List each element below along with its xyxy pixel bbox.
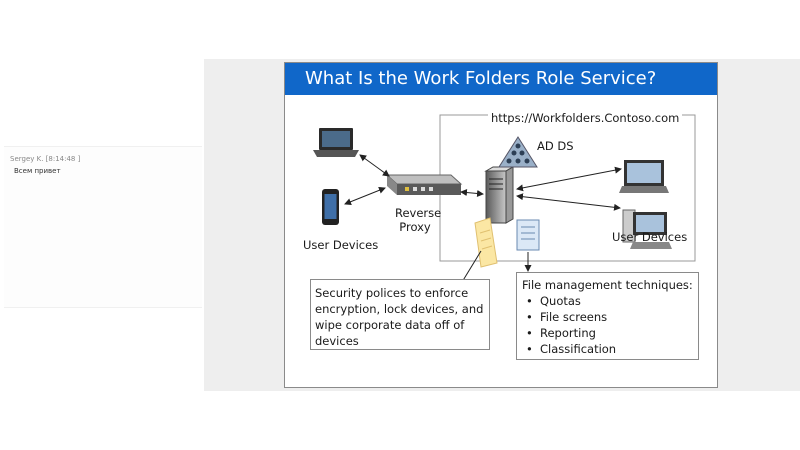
adds-label: AD DS (537, 139, 574, 153)
security-line-4: devices (315, 334, 359, 348)
user-devices-label-left: User Devices (303, 238, 379, 252)
slide-header: What Is the Work Folders Role Service? (285, 63, 717, 95)
policy-document-icon (474, 217, 498, 268)
document-icon (516, 219, 540, 251)
arrow-server-desktop (516, 193, 621, 211)
list-item: Quotas (526, 293, 698, 309)
file-management-box: File management techniques: Quotas File … (516, 272, 699, 360)
list-item: Reporting (526, 325, 698, 341)
chat-message: Всем привет (14, 167, 61, 175)
slide-title: What Is the Work Folders Role Service? (305, 68, 657, 89)
arrow-phone-proxy (344, 186, 386, 206)
server-icon (484, 166, 515, 224)
reverse-proxy-label: Reverse Proxy (395, 206, 441, 234)
user-devices-label-right: User Devices (612, 230, 688, 244)
desktop-icon (622, 209, 672, 249)
file-management-heading: File management techniques: (522, 278, 693, 292)
security-line-2: encryption, lock devices, and (315, 302, 484, 316)
arrow-proxy-server (460, 189, 484, 197)
pyramid-icon (498, 136, 538, 168)
presentation-stage: What Is the Work Folders Role Service? (204, 59, 800, 391)
list-item: Classification (526, 341, 698, 357)
diagram-canvas (313, 114, 696, 288)
monitor-icon (619, 160, 669, 193)
list-item: File screens (526, 309, 698, 325)
slide: What Is the Work Folders Role Service? (284, 62, 718, 388)
arrow-laptop-proxy (359, 154, 390, 177)
phone-icon (322, 189, 339, 225)
site-url: https://Workfolders.Contoso.com (488, 111, 683, 125)
laptop-icon (313, 128, 359, 157)
security-line-3: wipe corporate data off of (315, 318, 465, 332)
security-line-1: Security polices to enforce (315, 286, 469, 300)
router-icon (385, 174, 463, 195)
chat-sender-timestamp: Sergey K. [8:14:48 ] (10, 155, 81, 163)
file-management-list: Quotas File screens Reporting Classifica… (522, 293, 698, 357)
reverse-proxy-line1: Reverse (395, 206, 442, 220)
reverse-proxy-line2: Proxy (399, 220, 431, 234)
chat-panel: Sergey K. [8:14:48 ] Всем привет (4, 146, 202, 308)
security-policies-box: Security polices to enforce encryption, … (310, 279, 490, 350)
arrow-server-monitor (516, 166, 622, 192)
